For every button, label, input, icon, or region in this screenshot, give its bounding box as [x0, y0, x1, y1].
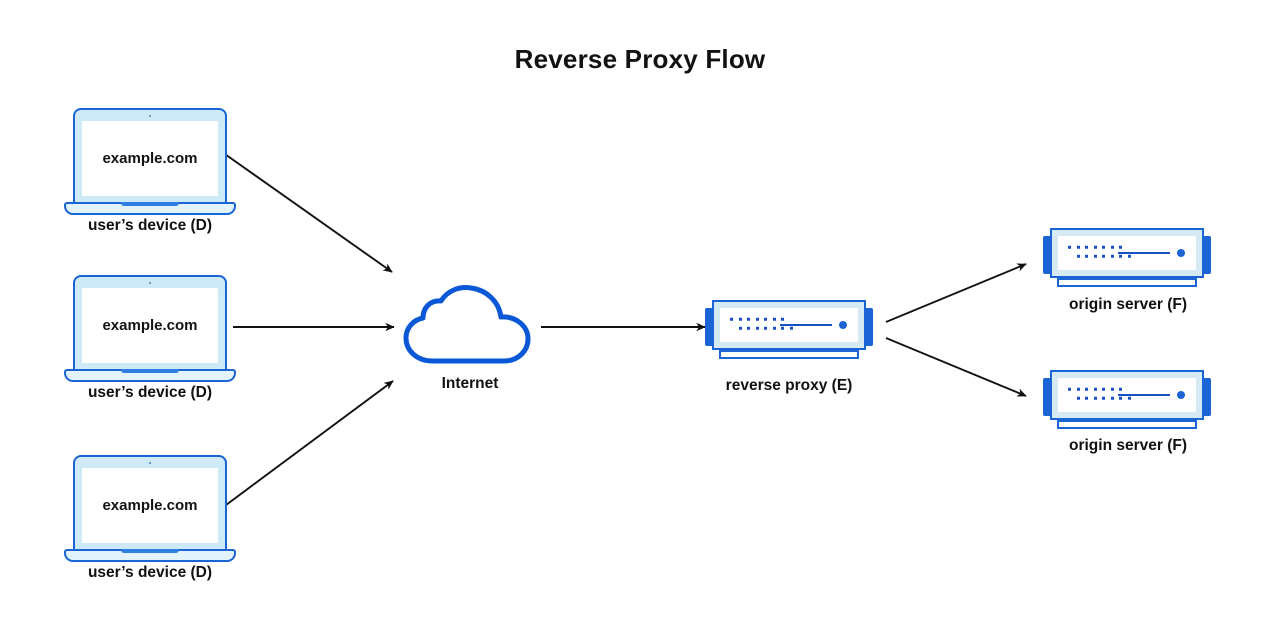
- laptop-screen: example.com: [82, 121, 218, 196]
- laptop-notch: [121, 549, 179, 553]
- server-vent-dots: [730, 317, 796, 333]
- laptop-notch: [121, 202, 179, 206]
- server-base-unit: [1057, 278, 1197, 287]
- laptop-lid: example.com: [73, 455, 227, 551]
- server-led-icon: [1177, 391, 1185, 399]
- laptop-notch: [121, 369, 179, 373]
- camera-icon: [148, 461, 152, 465]
- reverse-proxy-label: reverse proxy (E): [725, 377, 853, 394]
- reverse-proxy-node[interactable]: [705, 300, 873, 362]
- device-url-text: example.com: [102, 149, 198, 167]
- server-vent-dots: [1068, 387, 1134, 403]
- server-faceplate: [1058, 236, 1196, 270]
- origin-server-2-label: origin server (F): [1069, 437, 1187, 454]
- device-url-text: example.com: [102, 496, 198, 514]
- server-faceplate: [720, 308, 858, 342]
- server-status-line: [780, 324, 832, 326]
- server-body: [712, 300, 866, 350]
- camera-icon: [148, 281, 152, 285]
- user-device-2[interactable]: example.com: [64, 275, 236, 387]
- camera-icon: [148, 114, 152, 118]
- user-device-3-label: user’s device (D): [87, 564, 213, 581]
- edge-device3-to-internet: [221, 380, 394, 509]
- server-faceplate: [1058, 378, 1196, 412]
- cloud-icon: [403, 285, 531, 364]
- origin-server-1[interactable]: [1043, 228, 1211, 290]
- laptop-lid: example.com: [73, 108, 227, 204]
- user-device-1[interactable]: example.com: [64, 108, 236, 220]
- server-body: [1050, 370, 1204, 420]
- internet-node[interactable]: [400, 283, 540, 372]
- edge-device1-to-internet: [221, 151, 393, 273]
- edge-reverse-proxy-to-origin2: [885, 337, 1027, 397]
- server-status-line: [1118, 252, 1170, 254]
- internet-label: Internet: [441, 375, 499, 392]
- server-body: [1050, 228, 1204, 278]
- page-title: Reverse Proxy Flow: [514, 44, 766, 74]
- server-status-line: [1118, 394, 1170, 396]
- user-device-2-label: user’s device (D): [87, 384, 213, 401]
- server-base-unit: [719, 350, 859, 359]
- edge-reverse-proxy-to-origin1: [885, 263, 1027, 323]
- laptop-screen: example.com: [82, 468, 218, 543]
- origin-server-2[interactable]: [1043, 370, 1211, 432]
- server-led-icon: [1177, 249, 1185, 257]
- server-base-unit: [1057, 420, 1197, 429]
- laptop-lid: example.com: [73, 275, 227, 371]
- user-device-3[interactable]: example.com: [64, 455, 236, 567]
- laptop-screen: example.com: [82, 288, 218, 363]
- origin-server-1-label: origin server (F): [1069, 296, 1187, 313]
- server-led-icon: [839, 321, 847, 329]
- user-device-1-label: user’s device (D): [87, 217, 213, 234]
- device-url-text: example.com: [102, 316, 198, 334]
- server-vent-dots: [1068, 245, 1134, 261]
